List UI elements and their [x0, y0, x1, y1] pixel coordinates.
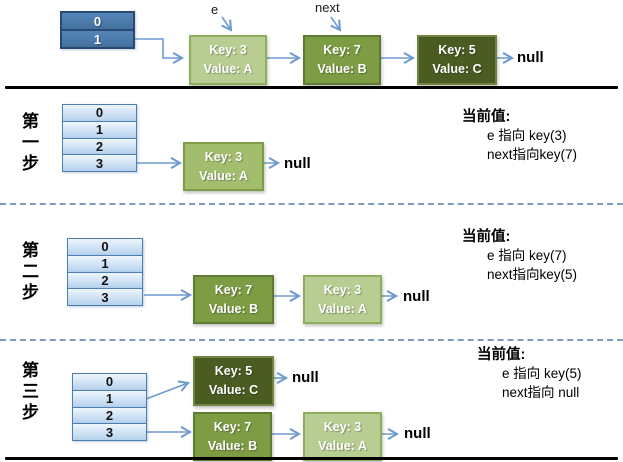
- bucket-cell-2: 2: [72, 406, 147, 425]
- separator-dashed-1: [0, 203, 623, 205]
- bucket-cell-0: 0: [67, 238, 143, 256]
- status-step1: 当前值: e 指向 key(3) next指向key(7): [462, 105, 577, 164]
- status-title: 当前值:: [477, 347, 526, 363]
- status-line: e 指向 key(5): [502, 366, 582, 381]
- null-label-step2: null: [403, 288, 430, 305]
- status-line: next指向key(7): [487, 147, 578, 162]
- null-label-top: null: [517, 49, 544, 66]
- status-step2: 当前值: e 指向 key(7) next指向key(5): [462, 225, 577, 284]
- step2-label: 第二步: [19, 241, 38, 304]
- node-value-label: Value: C: [208, 383, 259, 397]
- node-key3-step3: Key: 3 Value: A: [303, 412, 382, 461]
- node-key5-step3: Key: 5 Value: C: [193, 356, 274, 406]
- bucket-cell-1: 1: [60, 30, 135, 49]
- bucket-cell-3: 3: [62, 154, 137, 172]
- pointer-e-label: e: [211, 2, 219, 17]
- step1-label: 第一步: [19, 112, 38, 175]
- node-key-label: Key: 5: [214, 364, 253, 378]
- arrow-pointer-next: [330, 16, 342, 32]
- pointer-next-label: next: [315, 0, 340, 15]
- node-key3-top: Key: 3 Value: A: [189, 35, 267, 85]
- node-key-label: Key: 3: [323, 419, 362, 434]
- bucket-cell-0: 0: [60, 11, 135, 31]
- node-key-label: Key: 3: [209, 43, 247, 57]
- status-line: next指向key(5): [487, 267, 578, 282]
- node-value-label: Value: B: [208, 301, 259, 316]
- node-key7-top: Key: 7 Value: B: [303, 35, 381, 85]
- bucket-cell-3: 3: [72, 423, 147, 441]
- node-key5-top: Key: 5 Value: C: [417, 35, 497, 85]
- separator-bottom: [5, 457, 618, 460]
- bucket-cell-2: 2: [67, 271, 143, 290]
- arrow-s3-bucket-to-key5: [145, 380, 190, 400]
- node-value-label: Value: C: [432, 62, 482, 76]
- node-value-label: Value: A: [199, 168, 248, 183]
- node-key-label: Key: 5: [438, 43, 476, 57]
- node-value-label: Value: B: [317, 62, 367, 76]
- node-value-label: Value: A: [203, 62, 253, 76]
- node-value-label: Value: A: [318, 438, 367, 453]
- step3-label: 第三步: [19, 361, 38, 424]
- arrow-pointer-e: [221, 16, 233, 32]
- separator-top: [5, 86, 618, 89]
- separator-dashed-2: [0, 339, 623, 341]
- status-line: e 指向 key(7): [487, 248, 567, 263]
- node-key-label: Key: 7: [214, 282, 253, 297]
- status-line: e 指向 key(3): [487, 128, 567, 143]
- node-key-label: Key: 7: [213, 419, 252, 434]
- bucket-cell-2: 2: [62, 137, 137, 156]
- node-key3-step2: Key: 3 Value: A: [303, 275, 382, 324]
- node-key7-step2: Key: 7 Value: B: [193, 275, 274, 324]
- bucket-cell-3: 3: [67, 288, 143, 306]
- node-key7-step3: Key: 7 Value: B: [193, 412, 272, 461]
- null-label-step3-lower: null: [404, 425, 431, 442]
- bucket-cell-0: 0: [72, 373, 147, 391]
- arrow-bucket1-to-key3: [135, 38, 185, 65]
- node-key3-step1: Key: 3 Value: A: [183, 142, 264, 191]
- null-label-step1: null: [284, 155, 311, 172]
- node-key-label: Key: 3: [323, 282, 362, 297]
- status-title: 当前值:: [462, 229, 511, 245]
- hash-bucket-step2: 0 1 2 3: [67, 238, 143, 306]
- node-key-label: Key: 7: [323, 43, 361, 57]
- node-value-label: Value: A: [318, 301, 367, 316]
- hash-bucket-step3: 0 1 2 3: [72, 373, 147, 441]
- bucket-cell-1: 1: [62, 120, 137, 139]
- hash-bucket-step1: 0 1 2 3: [62, 104, 137, 172]
- bucket-cell-1: 1: [67, 254, 143, 273]
- hash-bucket-top: 0 1: [60, 11, 135, 49]
- null-label-step3-upper: null: [292, 369, 319, 386]
- status-line: next指向 null: [502, 385, 580, 400]
- node-key-label: Key: 3: [204, 149, 243, 164]
- node-value-label: Value: B: [207, 438, 258, 453]
- bucket-cell-1: 1: [72, 389, 147, 408]
- bucket-cell-0: 0: [62, 104, 137, 122]
- status-step3: 当前值: e 指向 key(5) next指向 null: [477, 343, 582, 402]
- status-title: 当前值:: [462, 109, 511, 125]
